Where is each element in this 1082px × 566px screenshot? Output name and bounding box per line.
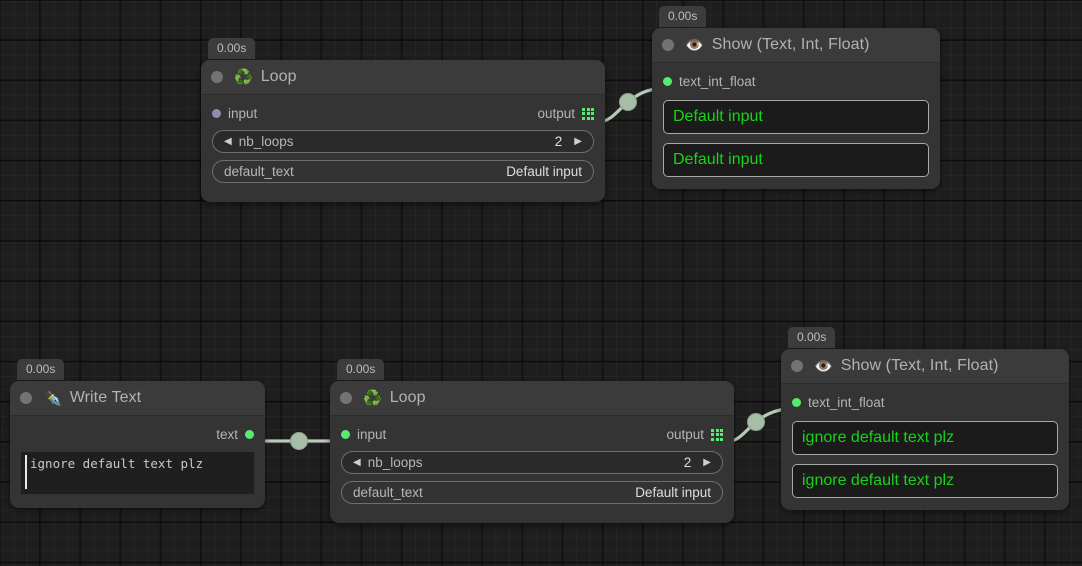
- write-text-editor[interactable]: ignore default text plz: [21, 452, 254, 494]
- node-loop-1[interactable]: 0.00s ♻️ Loop input output ◀ nb_loops 2 …: [201, 38, 605, 202]
- node-body: text_int_float Default input Default inp…: [652, 63, 940, 189]
- editor-value: ignore default text plz: [30, 456, 204, 471]
- node-status-dot[interactable]: [662, 39, 674, 51]
- param-value: 2: [683, 455, 692, 470]
- node-show-1[interactable]: 0.00s 👁️ Show (Text, Int, Float) text_in…: [652, 6, 940, 189]
- node-title: Show (Text, Int, Float): [840, 357, 999, 374]
- input-port-dot[interactable]: [792, 398, 801, 407]
- stepper-increment-icon[interactable]: ▶: [703, 456, 711, 468]
- node-body: input output ◀ nb_loops 2 ▶ default_text…: [330, 416, 734, 523]
- display-value: Default input: [673, 151, 763, 168]
- input-port-label: text_int_float: [679, 74, 756, 89]
- node-timing-badge: 0.00s: [337, 359, 385, 380]
- param-default_text-field[interactable]: default_text Default input: [212, 160, 594, 183]
- edge-handle-writetext-loop2[interactable]: [290, 432, 308, 450]
- input-port-label: input: [357, 427, 387, 442]
- node-body: text ignore default text plz: [10, 416, 265, 508]
- port-row: input output: [212, 104, 594, 123]
- grid-3x3-icon[interactable]: [582, 107, 594, 120]
- edge-handle-loop1-show1[interactable]: [619, 93, 637, 111]
- node-timing-badge: 0.00s: [208, 38, 256, 59]
- recycle-icon: ♻️: [234, 68, 253, 86]
- output-port-label: output: [666, 427, 704, 442]
- node-header[interactable]: 👁️ Show (Text, Int, Float): [781, 349, 1069, 384]
- output-port-dot[interactable]: [245, 430, 254, 439]
- output-port-label: text: [216, 427, 238, 442]
- param-nb_loops-stepper[interactable]: ◀ nb_loops 2 ▶: [212, 130, 594, 153]
- input-port-label: text_int_float: [808, 395, 885, 410]
- node-title: Write Text: [69, 389, 142, 406]
- node-status-dot[interactable]: [20, 392, 32, 404]
- output-port-label: output: [537, 106, 575, 121]
- eye-icon: 👁️: [814, 357, 833, 375]
- stepper-decrement-icon[interactable]: ◀: [224, 135, 232, 147]
- node-body: input output ◀ nb_loops 2 ▶ default_text…: [201, 95, 605, 202]
- node-title: Show (Text, Int, Float): [711, 36, 870, 53]
- param-value: 2: [554, 134, 563, 149]
- node-title: Loop: [260, 68, 297, 85]
- node-header[interactable]: 👁️ Show (Text, Int, Float): [652, 28, 940, 63]
- input-port-dot[interactable]: [341, 430, 350, 439]
- display-value: ignore default text plz: [802, 429, 955, 446]
- node-timing-badge: 0.00s: [788, 327, 836, 348]
- text-caret: [25, 455, 27, 489]
- input-port-label: input: [228, 106, 258, 121]
- node-write-text-1[interactable]: 0.00s ✒️ Write Text text ignore default …: [10, 359, 265, 508]
- display-field-2: ignore default text plz: [792, 464, 1058, 498]
- node-body: text_int_float ignore default text plz i…: [781, 384, 1069, 510]
- param-name: default_text: [353, 485, 423, 500]
- node-show-2[interactable]: 0.00s 👁️ Show (Text, Int, Float) text_in…: [781, 327, 1069, 510]
- node-header[interactable]: ♻️ Loop: [330, 381, 734, 416]
- node-status-dot[interactable]: [791, 360, 803, 372]
- node-status-dot[interactable]: [211, 71, 223, 83]
- display-value: ignore default text plz: [802, 472, 955, 489]
- node-title: Loop: [389, 389, 426, 406]
- node-loop-2[interactable]: 0.00s ♻️ Loop input output ◀ nb_loops 2 …: [330, 359, 734, 523]
- port-row: text_int_float: [663, 72, 929, 91]
- input-port-dot[interactable]: [212, 109, 221, 118]
- recycle-icon: ♻️: [363, 389, 382, 407]
- param-nb_loops-stepper[interactable]: ◀ nb_loops 2 ▶: [341, 451, 723, 474]
- port-row: text: [21, 425, 254, 444]
- param-name: default_text: [224, 164, 294, 179]
- node-header[interactable]: ♻️ Loop: [201, 60, 605, 95]
- node-status-dot[interactable]: [340, 392, 352, 404]
- display-field-1: ignore default text plz: [792, 421, 1058, 455]
- display-field-2: Default input: [663, 143, 929, 177]
- input-port-dot[interactable]: [663, 77, 672, 86]
- param-name: nb_loops: [367, 455, 423, 470]
- port-row: text_int_float: [792, 393, 1058, 412]
- port-row: input output: [341, 425, 723, 444]
- stepper-decrement-icon[interactable]: ◀: [353, 456, 361, 468]
- node-header[interactable]: ✒️ Write Text: [10, 381, 265, 416]
- param-name: nb_loops: [238, 134, 294, 149]
- edge-handle-loop2-show2[interactable]: [747, 413, 765, 431]
- param-default_text-field[interactable]: default_text Default input: [341, 481, 723, 504]
- display-field-1: Default input: [663, 100, 929, 134]
- node-timing-badge: 0.00s: [17, 359, 65, 380]
- param-value: Default input: [506, 164, 582, 179]
- display-value: Default input: [673, 108, 763, 125]
- stepper-increment-icon[interactable]: ▶: [574, 135, 582, 147]
- eye-icon: 👁️: [685, 36, 704, 54]
- node-timing-badge: 0.00s: [659, 6, 707, 27]
- pen-nib-icon: ✒️: [43, 389, 62, 407]
- param-value: Default input: [635, 485, 711, 500]
- grid-3x3-icon[interactable]: [711, 428, 723, 441]
